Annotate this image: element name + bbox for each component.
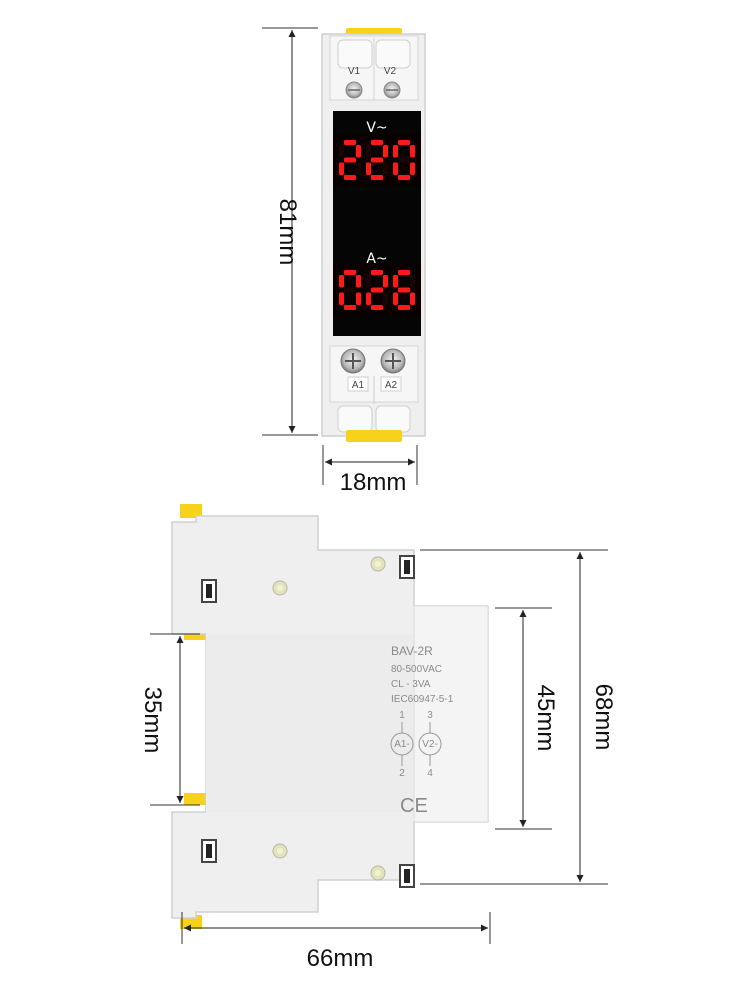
- terminal-label-a2: A2: [385, 380, 398, 391]
- dimension-label-45mm: 45mm: [532, 685, 559, 752]
- segment: [398, 157, 410, 163]
- rail-clip-bottom: [184, 793, 206, 805]
- svg-text:2: 2: [399, 768, 405, 779]
- voltage-unit-label: V~: [366, 120, 387, 136]
- segment: [356, 145, 361, 158]
- top-terminals: V1 V2: [337, 38, 411, 100]
- segment: [410, 275, 415, 288]
- digit: [366, 140, 388, 180]
- digit: [339, 270, 361, 310]
- segment: [393, 162, 398, 175]
- voltage-display: [333, 134, 421, 186]
- segment: [383, 275, 388, 288]
- segment: [344, 175, 356, 180]
- segment: [339, 275, 344, 288]
- dimension-width-front: 18mm: [322, 445, 418, 496]
- segment: [344, 305, 356, 310]
- segment: [371, 287, 383, 293]
- side-view: BAV-2R 80-500VAC CL - 3VA IEC60947-5-1 1…: [139, 504, 617, 972]
- segment: [383, 162, 388, 175]
- terminal-label-a1: A1: [352, 380, 365, 391]
- segment: [371, 157, 383, 163]
- svg-text:V2-: V2-: [422, 739, 438, 750]
- segment: [344, 157, 356, 163]
- svg-text:1: 1: [399, 710, 405, 721]
- dimension-label-81mm: 81mm: [274, 199, 301, 266]
- segment: [366, 292, 371, 305]
- segment: [356, 292, 361, 305]
- segment: [371, 270, 383, 275]
- segment: [398, 140, 410, 145]
- segment: [398, 175, 410, 180]
- segment: [356, 162, 361, 175]
- front-view: V1 V2 V~ A~ 220 026 A1: [262, 27, 426, 496]
- segment: [366, 162, 371, 175]
- segment: [344, 140, 356, 145]
- terminal-label-v2: V2: [384, 66, 397, 77]
- segment: [393, 292, 398, 305]
- top-clip: [180, 504, 202, 518]
- bottom-latch: [346, 430, 402, 442]
- current-display: [333, 264, 421, 316]
- digit: [393, 140, 415, 180]
- consumption-label: CL - 3VA: [391, 679, 431, 690]
- segment: [398, 305, 410, 310]
- segment: [393, 275, 398, 288]
- dimension-label-18mm: 18mm: [340, 469, 407, 496]
- dimension-height-side: 68mm: [420, 549, 617, 885]
- dimension-depth: 66mm: [181, 912, 491, 972]
- segment: [371, 305, 383, 310]
- svg-text:3: 3: [427, 710, 433, 721]
- wiring-diagram: 1 3 A1- V2- 2 4: [390, 710, 442, 779]
- segment: [366, 145, 371, 158]
- segment: [410, 145, 415, 158]
- ce-mark: CE: [400, 795, 428, 817]
- segment: [410, 162, 415, 175]
- svg-text:4: 4: [427, 768, 433, 779]
- standard-label: IEC60947-5-1: [391, 694, 454, 705]
- terminal-label-v1: V1: [348, 66, 361, 77]
- segment: [371, 140, 383, 145]
- segment: [344, 287, 356, 293]
- segment: [398, 287, 410, 293]
- segment: [344, 270, 356, 275]
- dimension-label-68mm: 68mm: [590, 684, 617, 751]
- digit: [366, 270, 388, 310]
- segment: [393, 145, 398, 158]
- voltage-range-label: 80-500VAC: [391, 664, 442, 675]
- segment: [371, 175, 383, 180]
- bottom-terminals: A1 A2: [329, 345, 419, 433]
- dimension-face: 45mm: [495, 607, 559, 830]
- dimension-label-66mm: 66mm: [307, 945, 374, 972]
- segment: [339, 292, 344, 305]
- digit: [393, 270, 415, 310]
- segment: [339, 145, 344, 158]
- current-unit-label: A~: [366, 251, 387, 267]
- segment: [383, 145, 388, 158]
- dimension-height-front: 81mm: [262, 27, 318, 436]
- model-label: BAV-2R: [391, 644, 433, 658]
- segment: [398, 270, 410, 275]
- dimension-rail: 35mm: [139, 633, 200, 806]
- segment: [383, 292, 388, 305]
- digit: [339, 140, 361, 180]
- segment: [366, 275, 371, 288]
- segment: [339, 162, 344, 175]
- segment: [410, 292, 415, 305]
- svg-text:A1-: A1-: [394, 739, 410, 750]
- dimension-label-35mm: 35mm: [139, 687, 166, 754]
- segment: [356, 275, 361, 288]
